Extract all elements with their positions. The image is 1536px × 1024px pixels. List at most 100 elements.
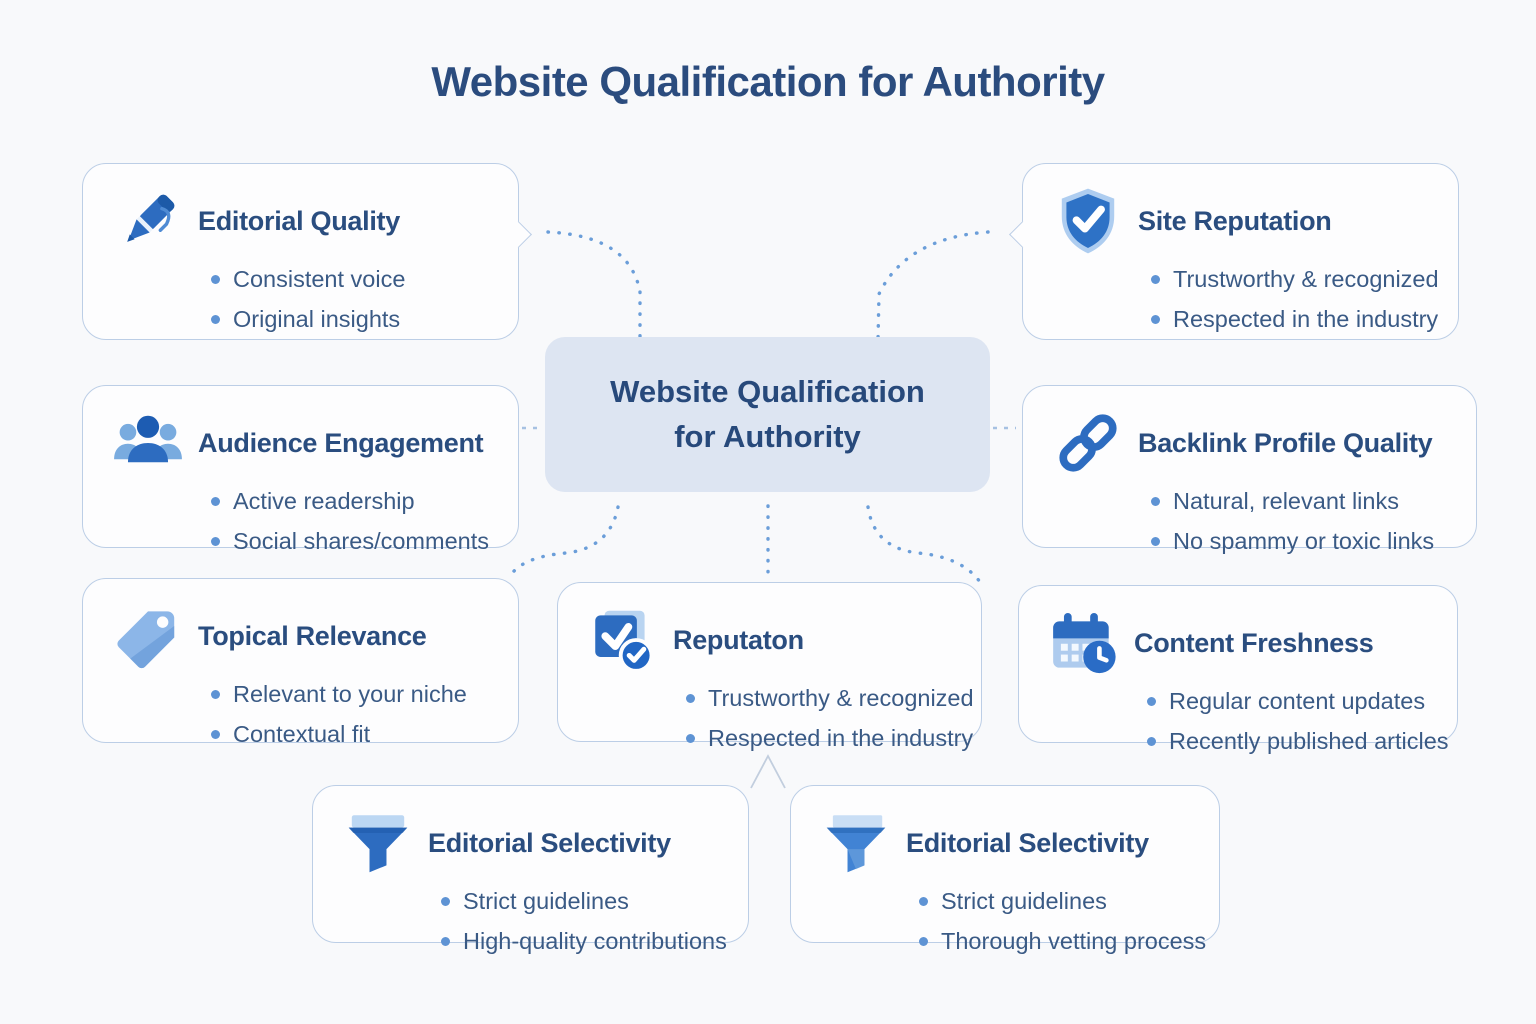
bullet-text: Recently published articles (1169, 728, 1449, 755)
bullet-item: Thorough vetting process (919, 928, 1206, 955)
bullet-list: Active readership Social shares/comments (211, 488, 500, 555)
bullet-text: Social shares/comments (233, 528, 489, 555)
pen-icon (111, 184, 185, 258)
bullet-dot (211, 275, 220, 284)
bullet-dot (1151, 497, 1160, 506)
bullet-list: Natural, relevant links No spammy or tox… (1151, 488, 1458, 555)
bullet-dot (686, 734, 695, 744)
bullet-text: Natural, relevant links (1173, 488, 1399, 514)
card-head: Reputaton (586, 603, 963, 677)
card-title: Site Reputation (1138, 205, 1332, 236)
card-head: Editorial Selectivity (341, 806, 730, 880)
bullet-text: Strict guidelines (463, 888, 629, 914)
card-content-freshness: Content Freshness Regular content update… (1018, 585, 1458, 754)
card-head: Site Reputation (1051, 184, 1440, 258)
card-site-reputation: Site Reputation Trustworthy & recognized… (1022, 163, 1459, 340)
card-head: Editorial Quality (111, 184, 500, 258)
bullet-list: Trustworthy & recognized Respected in th… (686, 685, 974, 752)
bullet-dot (211, 730, 220, 740)
card-title: Reputaton (673, 624, 804, 655)
card-title: Topical Relevance (198, 620, 427, 651)
bullet-item: Respected in the industry (1151, 306, 1440, 333)
bullet-text: Consistent voice (233, 266, 406, 292)
card-audience-engagement: Audience Engagement Active readership So… (82, 385, 519, 554)
bullet-item: Regular content updates (1147, 688, 1439, 715)
connector-site-reputation (876, 230, 990, 342)
bullet-text: Thorough vetting process (941, 928, 1207, 955)
bullet-item: Strict guidelines (441, 888, 730, 915)
bullet-item: Trustworthy & recognized (686, 685, 974, 712)
bullet-item: Active readership (211, 488, 500, 515)
bullet-list: Trustworthy & recognized Respected in th… (1151, 266, 1440, 333)
bullet-item: Recently published articles (1147, 728, 1449, 755)
bullet-list: Strict guidelines High-quality contribut… (441, 888, 730, 955)
card-head: Topical Relevance (111, 599, 500, 673)
bullet-dot (686, 694, 695, 703)
bullet-item: Trustworthy & recognized (1151, 266, 1440, 293)
bullet-text: Trustworthy & recognized (708, 685, 974, 711)
bullet-dot (919, 897, 928, 906)
card-head: Editorial Selectivity (819, 806, 1201, 880)
bullet-text: Active readership (233, 488, 415, 514)
card-backlink-profile-quality: Backlink Profile Quality Natural, releva… (1022, 385, 1477, 554)
bullet-item: Original insights (211, 306, 500, 333)
bullet-dot (211, 497, 220, 506)
card-title: Editorial Selectivity (428, 827, 671, 858)
bullet-dot (1151, 275, 1160, 284)
card-editorial-quality: Editorial Quality Consistent voice Origi… (82, 163, 519, 340)
connector-editorial-quality (546, 230, 642, 340)
bullet-list: Strict guidelines Thorough vetting proce… (919, 888, 1206, 955)
bullet-list: Regular content updates Recently publish… (1147, 688, 1449, 755)
bullet-text: Trustworthy & recognized (1173, 266, 1439, 292)
bullet-item: Relevant to your niche (211, 681, 500, 708)
center-node: Website Qualification for Authority (545, 337, 990, 492)
card-title: Backlink Profile Quality (1138, 427, 1433, 458)
connector-content-freshness (866, 505, 982, 584)
funnel-icon (819, 806, 893, 880)
funnel-icon (341, 806, 415, 880)
card-title: Editorial Quality (198, 205, 400, 236)
card-title: Audience Engagement (198, 427, 484, 458)
bullet-text: Regular content updates (1169, 688, 1426, 714)
bullet-dot (441, 897, 450, 906)
card-title: Editorial Selectivity (906, 827, 1149, 858)
bullet-list: Consistent voice Original insights (211, 266, 500, 333)
tag-icon (111, 599, 185, 673)
bullet-dot (211, 537, 220, 547)
bullet-text: No spammy or toxic links (1173, 528, 1435, 555)
check-square-icon (586, 603, 660, 677)
bullet-text: Respected in the industry (1173, 306, 1439, 333)
card-head: Backlink Profile Quality (1051, 406, 1458, 480)
people-icon (111, 406, 185, 480)
connector-topical-relevance (507, 505, 620, 580)
card-editorial-selectivity-2: Editorial Selectivity Strict guidelines … (790, 785, 1220, 954)
bullet-text: Strict guidelines (941, 888, 1107, 914)
bullet-item: Social shares/comments (211, 528, 500, 555)
center-node-line2: for Authority (674, 418, 861, 454)
bullet-list: Relevant to your niche Contextual fit (211, 681, 500, 748)
bullet-dot (1151, 537, 1160, 547)
bullet-dot (919, 937, 928, 947)
link-icon (1051, 406, 1125, 480)
bullet-item: Respected in the industry (686, 725, 973, 752)
card-editorial-selectivity-1: Editorial Selectivity Strict guidelines … (312, 785, 749, 954)
bullet-dot (1151, 315, 1160, 325)
bullet-text: Contextual fit (233, 721, 371, 748)
bullet-item: Contextual fit (211, 721, 500, 748)
bullet-dot (211, 690, 220, 699)
card-head: Content Freshness (1047, 606, 1439, 680)
bullet-item: No spammy or toxic links (1151, 528, 1458, 555)
bullet-item: Strict guidelines (919, 888, 1201, 915)
bullet-text: Original insights (233, 306, 401, 333)
shield-check-icon (1051, 184, 1125, 258)
bullet-dot (441, 937, 450, 947)
bullet-text: Relevant to your niche (233, 681, 467, 707)
bullet-text: Respected in the industry (708, 725, 974, 752)
bullet-text: High-quality contributions (463, 928, 727, 955)
bullet-dot (1147, 737, 1156, 747)
calendar-clock-icon (1047, 606, 1121, 680)
center-node-line1: Website Qualification (610, 373, 925, 409)
card-reputaton: Reputaton Trustworthy & recognized Respe… (557, 582, 982, 751)
bullet-item: Consistent voice (211, 266, 500, 293)
